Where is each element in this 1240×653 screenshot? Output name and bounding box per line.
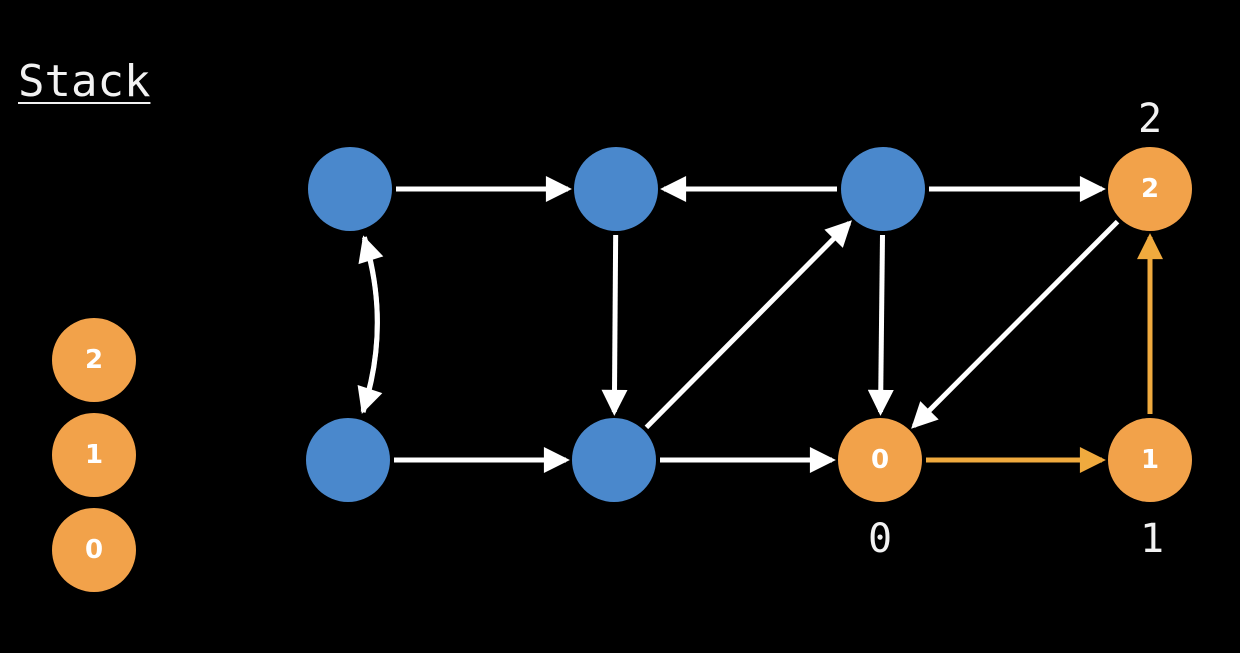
stack-item-bottom: 0: [52, 508, 136, 592]
node-label-d: 2: [1141, 174, 1159, 204]
graph-node-g: [838, 418, 922, 502]
edge-b-to-f: [601, 234, 628, 416]
graph-node-h: [1108, 418, 1192, 502]
stack-item-top: 2: [52, 318, 136, 402]
visit-order-label-h: 1: [1140, 516, 1164, 562]
graph-node-a: [308, 147, 392, 231]
edge-e-to-a: [358, 235, 384, 413]
edge-f-to-c: [644, 220, 852, 430]
node-label-h: 1: [1141, 445, 1159, 475]
edge-c-to-g: [867, 234, 894, 416]
graph-node-c: [841, 147, 925, 231]
graph-node-e: [306, 418, 390, 502]
stack-title: Stack: [18, 56, 151, 107]
visit-order-label-d: 2: [1138, 96, 1162, 142]
visit-order-label-g: 0: [868, 516, 892, 562]
graph-node-f: [572, 418, 656, 502]
node-label-g: 0: [871, 445, 889, 475]
stack-item-middle: 1: [52, 413, 136, 497]
stack-panel: 2 1 0: [52, 318, 136, 603]
graph-node-b: [574, 147, 658, 231]
edge-d-to-g: [911, 219, 1120, 429]
graph-node-d: [1108, 147, 1192, 231]
